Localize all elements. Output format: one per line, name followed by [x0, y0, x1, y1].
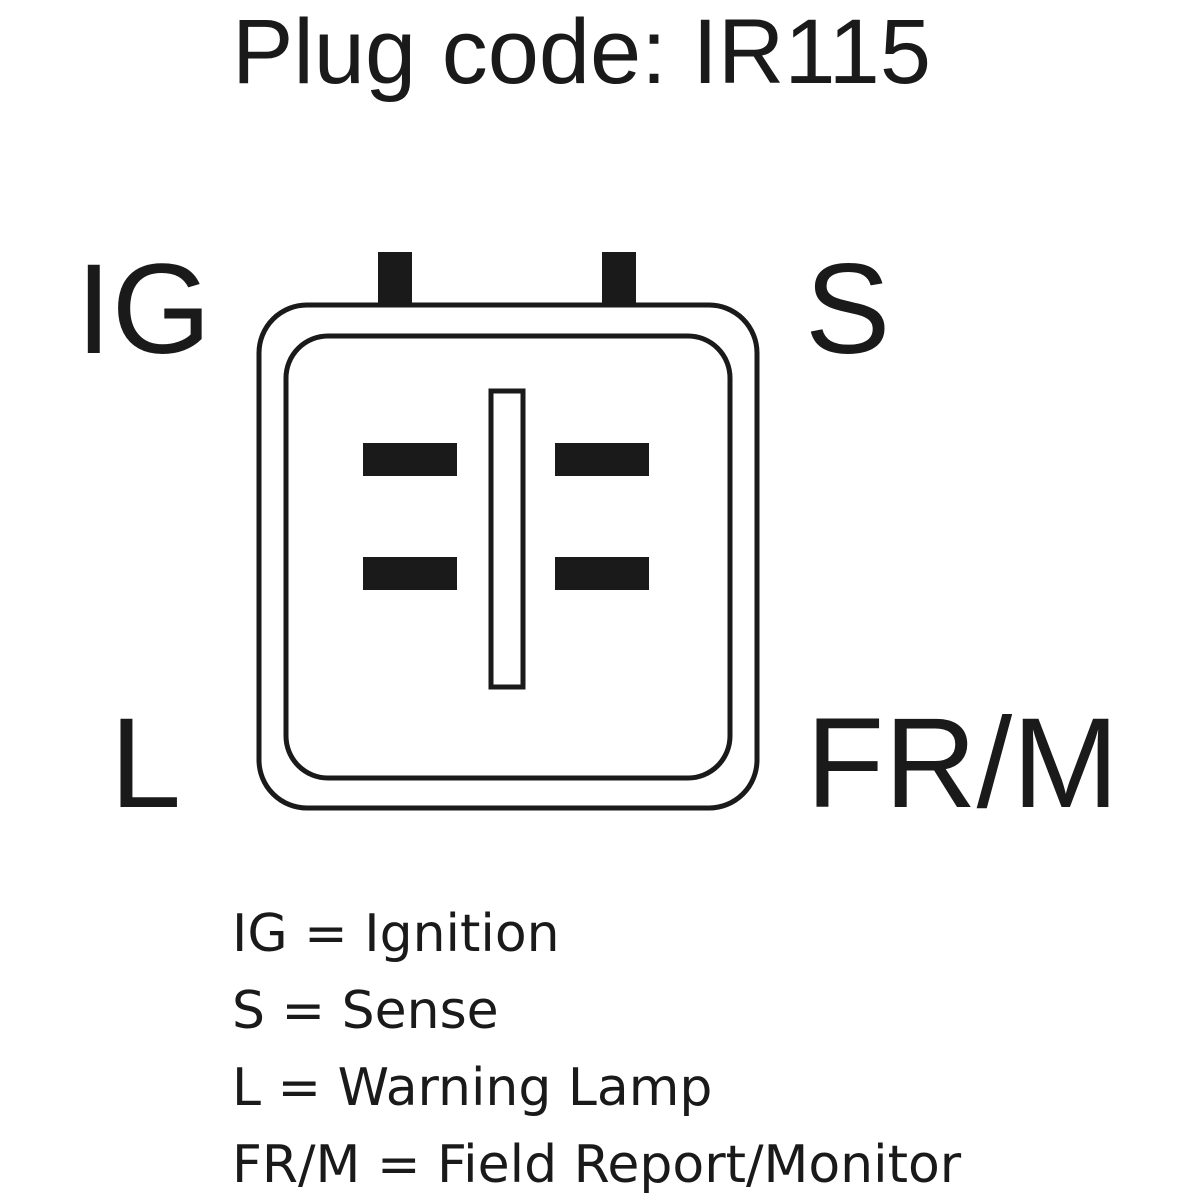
legend-item-frm: FR/M = Field Report/Monitor [232, 1135, 962, 1195]
legend-item-ig: IG = Ignition [232, 904, 560, 964]
pin-label-s: S [805, 238, 891, 381]
pin-label-ig: IG [76, 238, 212, 381]
terminal-s [555, 443, 649, 476]
terminal-ig [363, 443, 457, 476]
terminal-frm [555, 557, 649, 590]
pin-label-l: L [110, 692, 182, 835]
legend-item-l: L = Warning Lamp [232, 1058, 713, 1118]
pin-label-frm: FR/M [806, 692, 1119, 835]
connector-housing-inner [283, 333, 733, 781]
pin-legend: IG = Ignition S = Sense L = Warning Lamp… [232, 896, 961, 1204]
terminal-l [363, 557, 457, 590]
top-tab-left [378, 252, 412, 308]
legend-item-s: S = Sense [232, 981, 499, 1041]
center-key-slot [488, 388, 526, 690]
plug-code-title: Plug code: IR115 [232, 1, 931, 103]
top-tab-right [602, 252, 636, 308]
